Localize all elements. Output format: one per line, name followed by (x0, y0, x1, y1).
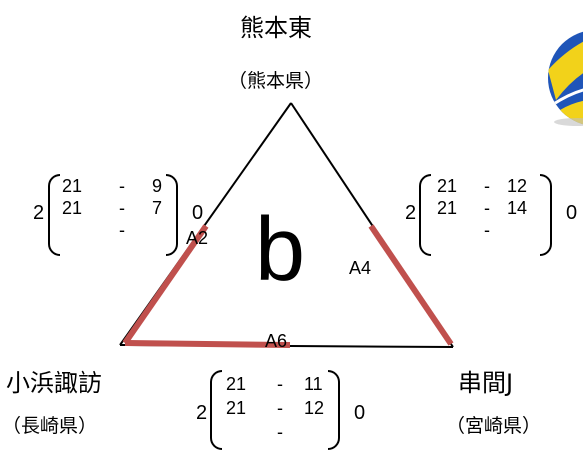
team-left-name: 小浜諏訪 (6, 369, 102, 397)
team-right-name: 串間J (458, 369, 514, 397)
score-row: 21 - 9 (62, 176, 162, 197)
score-a: 21 (226, 374, 247, 394)
bracket-close (328, 370, 340, 450)
sets-won-left: 2 (196, 402, 208, 424)
bracket-close (166, 174, 178, 256)
team-top-name: 熊本東 (240, 14, 312, 42)
score-b: 11 (304, 374, 323, 394)
score-dash: - (119, 198, 125, 218)
score-row: 21 -14 (437, 198, 527, 219)
sets-won-right: 0 (354, 402, 366, 424)
court-label-right: A4 (349, 258, 372, 278)
score-b: 12 (304, 398, 325, 418)
score-row: - (62, 220, 152, 241)
score-row: 21 - 11 (226, 374, 323, 395)
bracket-open (419, 174, 431, 256)
score-a: 21 (226, 398, 247, 418)
win-path-bottom-edge (124, 340, 291, 348)
sets-won-left: 2 (405, 202, 417, 224)
bracket-open (210, 370, 222, 450)
score-b: 12 (507, 176, 528, 196)
win-path-left-edge (122, 224, 209, 345)
score-a: 21 (437, 198, 458, 218)
pool-label: b (255, 200, 306, 300)
score-row: 21 - 7 (62, 198, 162, 219)
score-dash: - (277, 398, 283, 418)
court-label-left: A2 (186, 228, 209, 248)
score-dash: - (119, 176, 125, 196)
score-dash: - (484, 176, 490, 196)
score-row: 21 -12 (437, 176, 527, 197)
score-a: 21 (62, 198, 83, 218)
score-dash: - (119, 220, 125, 240)
sets-won-left: 2 (33, 202, 45, 224)
bracket-close (540, 174, 552, 256)
score-dash: - (484, 198, 490, 218)
team-left-prefecture: （長崎県） (2, 415, 98, 437)
score-dash: - (277, 374, 283, 394)
team-right-prefecture: （宮崎県） (446, 415, 542, 437)
score-row: - (226, 422, 304, 443)
score-b: 9 (152, 176, 163, 196)
score-dash: - (277, 422, 283, 442)
score-row: 21 - 12 (226, 398, 324, 419)
bracket-open (48, 174, 60, 256)
sets-won-right: 0 (566, 202, 578, 224)
score-a: 21 (437, 176, 458, 196)
score-b: 14 (507, 198, 528, 218)
court-label-bottom: A6 (265, 331, 288, 351)
score-row: - (437, 220, 507, 241)
score-a: 21 (62, 176, 83, 196)
team-top-prefecture: （熊本県） (228, 70, 324, 92)
win-path-right-edge (368, 224, 454, 346)
score-b: 7 (152, 198, 163, 218)
sets-won-right: 0 (192, 202, 204, 224)
score-dash: - (484, 220, 490, 240)
